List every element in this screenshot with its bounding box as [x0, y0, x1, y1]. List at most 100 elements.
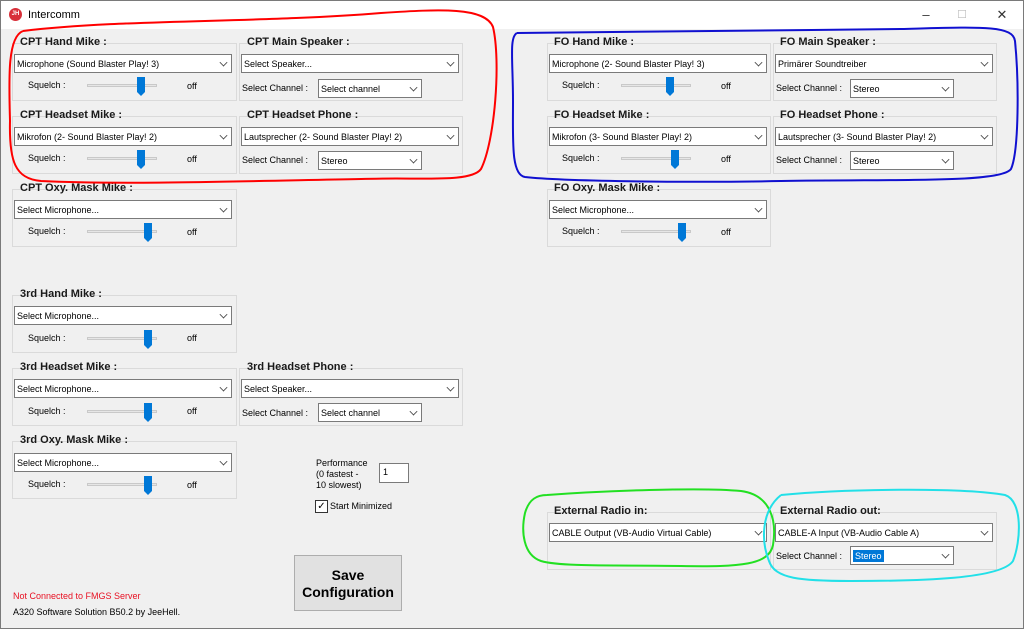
squelch-state: off	[187, 81, 197, 91]
performance-label: Performance	[316, 458, 368, 468]
fo-headset-phone-channel-dropdown[interactable]: Stereo	[850, 151, 954, 170]
squelch-slider-thumb[interactable]	[144, 476, 152, 495]
select-channel-label: Select Channel :	[776, 155, 843, 165]
maximize-button[interactable]: ☐	[957, 9, 967, 21]
squelch-slider-thumb[interactable]	[678, 223, 686, 242]
cpt-main-speaker-channel-dropdown[interactable]: Select channel	[318, 79, 422, 98]
fo-main-speaker-channel-dropdown[interactable]: Stereo	[850, 79, 954, 98]
minimize-button[interactable]: –	[922, 7, 930, 22]
third-oxy-mask-mike-dropdown[interactable]: Select Microphone...	[14, 453, 232, 472]
squelch-state: off	[721, 227, 731, 237]
squelch-track	[621, 84, 691, 87]
third-headset-mike-dropdown[interactable]: Select Microphone...	[14, 379, 232, 398]
green-annotation-loop	[522, 488, 776, 568]
performance-input[interactable]: 1	[379, 463, 409, 483]
squelch-state: off	[187, 227, 197, 237]
external-radio-out-channel-dropdown[interactable]: Stereo	[850, 546, 954, 565]
group-title: CPT Main Speaker :	[247, 36, 350, 48]
squelch-label: Squelch :	[28, 226, 66, 236]
squelch-label: Squelch :	[28, 406, 66, 416]
squelch-label: Squelch :	[28, 333, 66, 343]
squelch-track	[87, 84, 157, 87]
save-label-configuration: Configuration	[302, 584, 394, 600]
fo-headset-mike-dropdown[interactable]: Mikrofon (3- Sound Blaster Play! 2)	[549, 127, 767, 146]
squelch-state: off	[721, 81, 731, 91]
squelch-slider-thumb[interactable]	[144, 403, 152, 422]
cpt-oxy-mask-mike-dropdown[interactable]: Select Microphone...	[14, 200, 232, 219]
squelch-state: off	[187, 333, 197, 343]
select-channel-label: Select Channel :	[242, 155, 309, 165]
intercomm-app-icon: JH	[9, 8, 22, 21]
select-channel-label: Select Channel :	[242, 83, 309, 93]
squelch-track	[621, 157, 691, 160]
group-title: CPT Headset Phone :	[247, 109, 359, 121]
external-radio-out-dropdown[interactable]: CABLE-A Input (VB-Audio Cable A)	[775, 523, 993, 542]
save-configuration-button[interactable]: Save Configuration	[294, 555, 402, 611]
cpt-main-speaker-dropdown[interactable]: Select Speaker...	[241, 54, 459, 73]
squelch-label: Squelch :	[28, 153, 66, 163]
third-headset-phone-dropdown[interactable]: Select Speaker...	[241, 379, 459, 398]
group-title: FO Main Speaker :	[780, 36, 876, 48]
squelch-label: Squelch :	[562, 226, 600, 236]
cpt-headset-phone-channel-dropdown[interactable]: Stereo	[318, 151, 422, 170]
group-title: CPT Hand Mike :	[20, 36, 107, 48]
start-minimized-label: Start Minimized	[330, 501, 393, 511]
squelch-label: Squelch :	[562, 153, 600, 163]
squelch-slider-thumb[interactable]	[144, 330, 152, 349]
group-title: FO Headset Mike :	[554, 109, 650, 121]
squelch-state: off	[187, 480, 197, 490]
group-title: FO Hand Mike :	[554, 36, 635, 48]
cyan-annotation-loop	[763, 488, 1020, 583]
squelch-label: Squelch :	[562, 80, 600, 90]
squelch-state: off	[187, 406, 197, 416]
cpt-headset-phone-dropdown[interactable]: Lautsprecher (2- Sound Blaster Play! 2)	[241, 127, 459, 146]
squelch-label: Squelch :	[28, 479, 66, 489]
performance-label-range: (0 fastest -	[316, 469, 359, 479]
fo-oxy-mask-mike-dropdown[interactable]: Select Microphone...	[549, 200, 767, 219]
select-channel-label: Select Channel :	[776, 551, 843, 561]
group-title: 3rd Headset Mike :	[20, 361, 118, 373]
group-title: 3rd Oxy. Mask Mike :	[20, 434, 129, 446]
cpt-hand-mike-dropdown[interactable]: Microphone (Sound Blaster Play! 3)	[14, 54, 232, 73]
squelch-slider-thumb[interactable]	[137, 150, 145, 169]
fo-hand-mike-dropdown[interactable]: Microphone (2- Sound Blaster Play! 3)	[549, 54, 767, 73]
performance-label-slowest: 10 slowest)	[316, 480, 362, 490]
group-title: FO Oxy. Mask Mike :	[554, 182, 661, 194]
select-channel-label: Select Channel :	[776, 83, 843, 93]
save-label: Save	[331, 567, 365, 583]
squelch-state: off	[721, 154, 731, 164]
version-footer: A320 Software Solution B50.2 by JeeHell.	[13, 607, 181, 617]
blue-annotation-loop	[511, 26, 1019, 183]
squelch-slider-thumb[interactable]	[666, 77, 674, 96]
external-radio-in-dropdown[interactable]: CABLE Output (VB-Audio Virtual Cable)	[549, 523, 767, 542]
fo-main-speaker-dropdown[interactable]: Primärer Soundtreiber	[775, 54, 993, 73]
start-minimized-checkbox[interactable]: ✓	[315, 500, 328, 513]
squelch-slider-thumb[interactable]	[137, 77, 145, 96]
group-title: 3rd Headset Phone :	[247, 361, 354, 373]
squelch-label: Squelch :	[28, 80, 66, 90]
squelch-track	[87, 337, 157, 340]
squelch-track	[87, 483, 157, 486]
third-headset-phone-channel-dropdown[interactable]: Select channel	[318, 403, 422, 422]
fo-headset-phone-dropdown[interactable]: Lautsprecher (3- Sound Blaster Play! 2)	[775, 127, 993, 146]
close-button[interactable]: ✕	[996, 7, 1008, 22]
squelch-track	[621, 230, 691, 233]
window-title: Intercomm	[28, 9, 80, 21]
connection-status: Not Connected to FMGS Server	[13, 591, 141, 601]
group-title: FO Headset Phone :	[780, 109, 885, 121]
squelch-state: off	[187, 154, 197, 164]
group-title: 3rd Hand Mike :	[20, 288, 102, 300]
group-title: External Radio out:	[780, 505, 881, 517]
third-hand-mike-dropdown[interactable]: Select Microphone...	[14, 306, 232, 325]
squelch-track	[87, 157, 157, 160]
select-channel-label: Select Channel :	[242, 408, 309, 418]
squelch-track	[87, 410, 157, 413]
squelch-slider-thumb[interactable]	[671, 150, 679, 169]
title-bar: JH Intercomm – ☐ ✕	[1, 1, 1023, 29]
group-title: CPT Oxy. Mask Mike :	[20, 182, 133, 194]
squelch-slider-thumb[interactable]	[144, 223, 152, 242]
group-title: External Radio in:	[554, 505, 648, 517]
cpt-headset-mike-dropdown[interactable]: Mikrofon (2- Sound Blaster Play! 2)	[14, 127, 232, 146]
